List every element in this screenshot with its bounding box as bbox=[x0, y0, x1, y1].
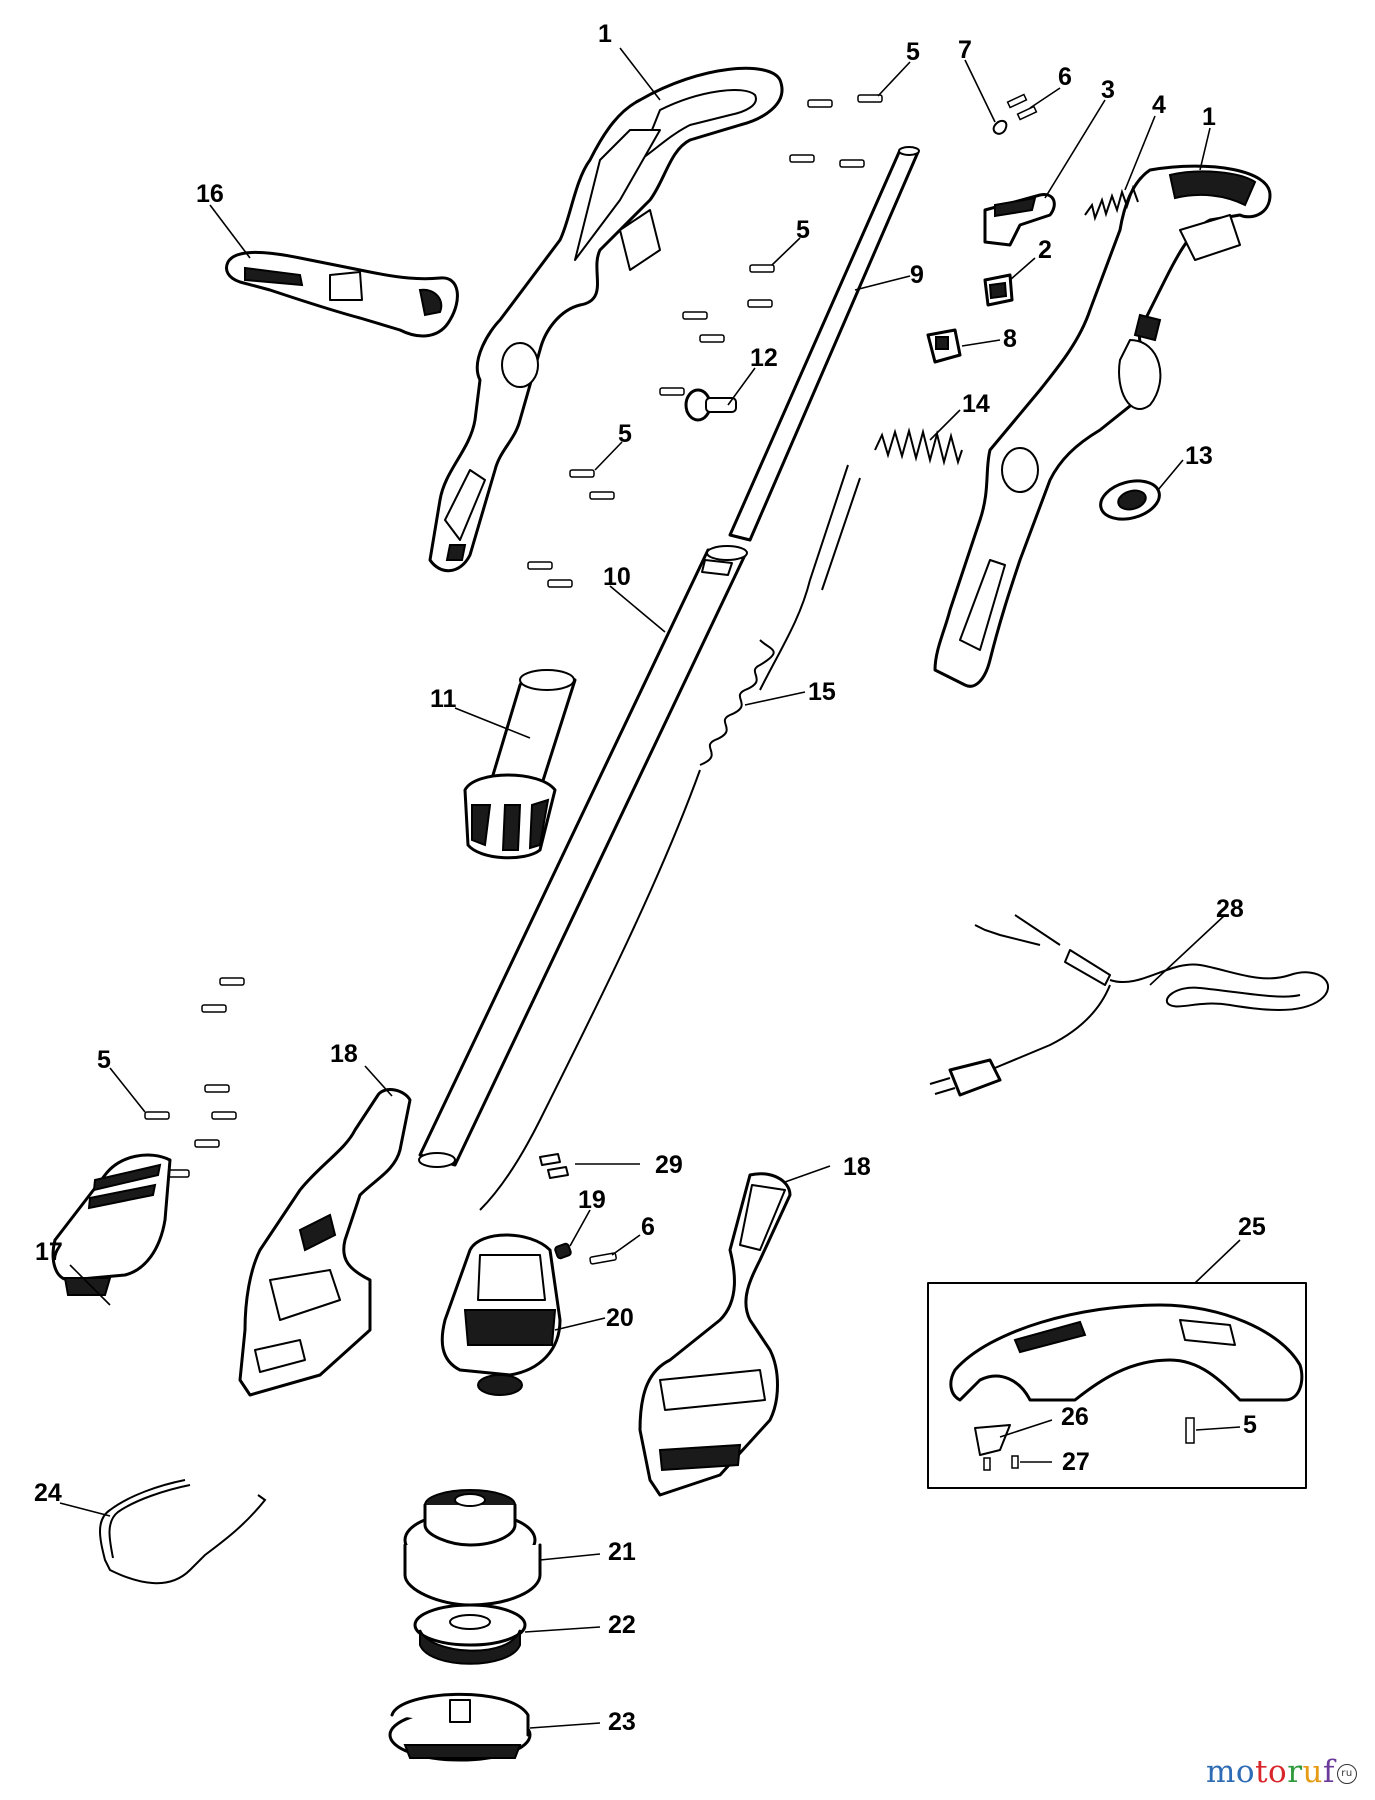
label-part-29: 29 bbox=[655, 1151, 683, 1179]
watermark-part-2: to bbox=[1255, 1754, 1288, 1790]
part-27-screws bbox=[983, 1455, 1019, 1471]
label-part-6-lower: 6 bbox=[641, 1213, 655, 1241]
part-28-power-cord bbox=[929, 914, 1330, 1097]
part-5-screw-inset bbox=[1185, 1417, 1195, 1444]
label-part-1-right: 1 bbox=[1202, 103, 1216, 131]
label-part-18-left: 18 bbox=[330, 1040, 358, 1068]
leader-lines bbox=[59, 47, 1241, 1729]
part-18-left-housing-half bbox=[238, 1088, 412, 1397]
label-part-21: 21 bbox=[608, 1538, 636, 1566]
label-part-22: 22 bbox=[608, 1611, 636, 1639]
part-11-collar bbox=[463, 669, 577, 860]
part-29-terminals bbox=[539, 1153, 569, 1179]
label-part-15: 15 bbox=[808, 678, 836, 706]
part-7-clip bbox=[992, 119, 1008, 135]
part-6-screws-top bbox=[1006, 93, 1038, 121]
label-part-20: 20 bbox=[606, 1304, 634, 1332]
label-part-18-right: 18 bbox=[843, 1153, 871, 1181]
label-part-5-lower: 5 bbox=[97, 1046, 111, 1074]
part-5-screws-upper bbox=[527, 94, 883, 588]
watermark-part-5: f bbox=[1323, 1754, 1335, 1790]
label-part-26: 26 bbox=[1061, 1403, 1089, 1431]
label-part-27: 27 bbox=[1062, 1448, 1090, 1476]
part-4-spring bbox=[1084, 184, 1139, 222]
label-part-4: 4 bbox=[1152, 91, 1166, 119]
label-part-19: 19 bbox=[578, 1186, 606, 1214]
part-2-switch bbox=[983, 273, 1014, 307]
label-part-5-upper: 5 bbox=[906, 38, 920, 66]
label-part-2: 2 bbox=[1038, 236, 1052, 264]
part-17-motor-cover bbox=[51, 1153, 172, 1296]
label-part-9: 9 bbox=[910, 261, 924, 289]
label-part-1-left: 1 bbox=[598, 20, 612, 48]
part-24-edge-guide bbox=[99, 1479, 267, 1585]
label-part-25: 25 bbox=[1238, 1213, 1266, 1241]
label-part-12: 12 bbox=[750, 344, 778, 372]
label-part-11: 11 bbox=[430, 685, 457, 713]
part-16-auxiliary-handle bbox=[225, 250, 459, 338]
watermark-part-4: u bbox=[1302, 1754, 1324, 1790]
label-part-7: 7 bbox=[958, 36, 972, 64]
part-23-spool-cap bbox=[388, 1692, 532, 1762]
part-20-motor bbox=[440, 1233, 562, 1396]
part-6-screw-lower bbox=[589, 1252, 617, 1265]
part-number-labels: 1 5 7 6 3 4 1 16 5 9 2 8 12 14 5 13 10 1… bbox=[34, 20, 1266, 1736]
part-13-adjuster-knob bbox=[1099, 479, 1161, 521]
part-1-left-handle-half bbox=[428, 66, 784, 573]
part-3-switch-lever bbox=[983, 193, 1056, 247]
part-9-upper-tube bbox=[728, 146, 920, 542]
label-part-28: 28 bbox=[1216, 895, 1244, 923]
label-part-24: 24 bbox=[34, 1479, 62, 1507]
label-part-14: 14 bbox=[962, 390, 990, 418]
watermark-part-1: mo bbox=[1206, 1754, 1256, 1790]
label-part-17: 17 bbox=[35, 1238, 63, 1266]
label-part-8: 8 bbox=[1003, 325, 1017, 353]
part-25-guard-inset bbox=[927, 1282, 1307, 1489]
label-part-5-lowermid: 5 bbox=[618, 420, 632, 448]
part-21-spool-housing bbox=[403, 1489, 542, 1607]
part-18-right-housing-half bbox=[638, 1172, 792, 1497]
label-part-3: 3 bbox=[1101, 76, 1115, 104]
part-8-switch-block bbox=[926, 328, 962, 364]
label-part-5-mid: 5 bbox=[796, 216, 810, 244]
part-26-blade-clip bbox=[974, 1424, 1011, 1456]
label-part-23: 23 bbox=[608, 1708, 636, 1736]
part-10-lower-tube bbox=[418, 545, 748, 1168]
part-22-spool bbox=[413, 1603, 527, 1665]
label-part-10: 10 bbox=[603, 563, 631, 591]
watermark-part-3: r bbox=[1287, 1754, 1303, 1790]
part-15-coil-cord bbox=[479, 464, 861, 1211]
part-14-spring bbox=[874, 427, 963, 466]
label-part-5-inset: 5 bbox=[1243, 1411, 1257, 1439]
label-part-16: 16 bbox=[196, 180, 224, 208]
watermark-badge: ru bbox=[1337, 1763, 1357, 1784]
part-12-pivot-pin bbox=[684, 388, 737, 422]
label-part-6-top: 6 bbox=[1058, 63, 1072, 91]
part-19-brush bbox=[554, 1242, 572, 1260]
part-1-right-handle-half bbox=[933, 164, 1272, 688]
label-part-13: 13 bbox=[1185, 442, 1213, 470]
